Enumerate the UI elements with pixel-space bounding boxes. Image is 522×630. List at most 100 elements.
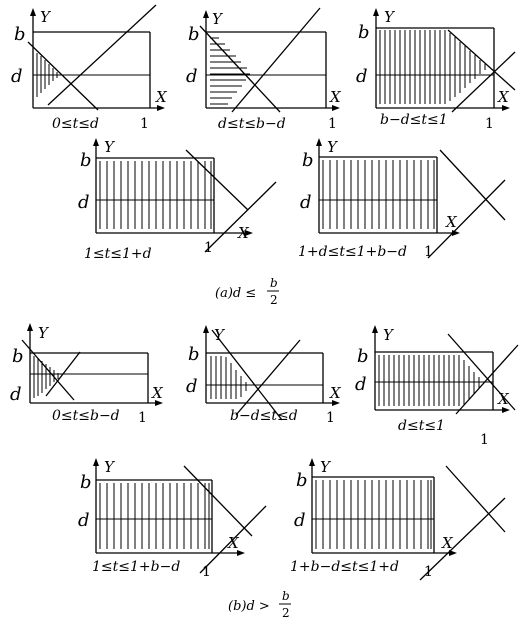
d-label: d: [356, 66, 368, 87]
y-label: Y: [327, 138, 339, 156]
range-label: 0≤t≤d: [52, 116, 99, 132]
rising-line: [204, 181, 277, 253]
range-label: b−d≤t≤1: [380, 112, 448, 128]
x-label: X: [329, 384, 342, 402]
y-label: Y: [384, 8, 396, 26]
d-label: d: [10, 384, 22, 405]
panel-a1: Y b d X 1 0≤t≤d: [11, 4, 168, 132]
x-axis-arrow: [245, 230, 253, 236]
y-axis-arrow: [373, 8, 379, 16]
y-label: Y: [214, 326, 226, 344]
hatch-region: [379, 30, 486, 104]
b-label: b: [358, 22, 370, 43]
y-label: Y: [40, 8, 52, 26]
one-label: 1: [328, 116, 337, 132]
panel-a2: Y b d X 1 d≤t≤b−d: [186, 7, 342, 132]
x-label: X: [151, 384, 164, 402]
falling-line: [439, 149, 506, 221]
rising-line: [231, 7, 321, 113]
panel-b4: Y b d X 1 1≤t≤1+b−d: [78, 458, 267, 580]
x-label: X: [155, 88, 168, 106]
falling-line: [199, 25, 281, 113]
falling-line: [445, 465, 506, 533]
panel-b5: Y b d X 1 1+b−d≤t≤1+d: [290, 458, 506, 581]
one-label: 1: [480, 432, 489, 448]
b-label: b: [80, 472, 92, 493]
b-label: b: [302, 150, 314, 171]
hatch-region: [322, 160, 435, 229]
caption-b: (b)d > b 2: [228, 589, 291, 620]
x-label: X: [237, 224, 250, 242]
y-label: Y: [38, 324, 50, 342]
panel-b2: Y b d X 1 b−d≤t≤d: [186, 325, 342, 426]
hatch-region: [315, 480, 432, 549]
b-label: b: [80, 150, 92, 171]
panel-a5: Y b d X 1 1+d≤t≤1+b−d: [298, 138, 506, 260]
d-label: d: [11, 66, 23, 87]
hatch-region: [99, 483, 210, 549]
d-label: d: [294, 510, 306, 531]
falling-line: [447, 29, 516, 91]
x-axis-arrow: [332, 105, 340, 111]
hatch-region: [210, 356, 247, 399]
hatch-region: [36, 53, 58, 97]
b-label: b: [188, 344, 200, 365]
x-axis-arrow: [502, 105, 510, 111]
y-axis-arrow: [203, 325, 209, 333]
rising-line: [47, 4, 157, 106]
y-axis-arrow: [93, 458, 99, 466]
b-label: b: [12, 346, 24, 367]
y-axis-arrow: [309, 458, 315, 466]
x-axis-arrow: [155, 400, 163, 406]
y-axis-arrow: [93, 138, 99, 146]
d-label: d: [78, 510, 90, 531]
caption-b-frac-num: b: [282, 589, 290, 603]
x-label: X: [445, 213, 458, 231]
range-label: 1≤t≤1+d: [84, 246, 152, 262]
one-label: 1: [140, 116, 149, 132]
hatch-region: [378, 355, 480, 406]
range-label: 0≤t≤b−d: [52, 408, 120, 424]
one-label: 1: [202, 564, 211, 580]
falling-line: [185, 149, 249, 211]
rising-line: [455, 344, 519, 415]
d-label: d: [186, 376, 198, 397]
one-label: 1: [424, 564, 433, 580]
x-label: X: [441, 534, 454, 552]
x-axis-arrow: [237, 550, 245, 556]
b-label: b: [296, 470, 308, 491]
x-axis-arrow: [449, 550, 457, 556]
caption-b-text: (b)d >: [228, 599, 270, 614]
caption-a-frac-num: b: [270, 276, 278, 290]
falling-line: [27, 41, 99, 111]
y-label: Y: [104, 138, 116, 156]
one-label: 1: [424, 244, 433, 260]
x-label: X: [497, 390, 510, 408]
d-label: d: [186, 66, 198, 87]
x-axis-arrow: [502, 407, 510, 413]
panel-b1: Y b d X 1 0≤t≤b−d: [10, 323, 164, 426]
falling-line: [183, 465, 253, 537]
y-label: Y: [383, 326, 395, 344]
range-label: 1+d≤t≤1+b−d: [298, 244, 407, 260]
x-label: X: [329, 88, 342, 106]
one-label: 1: [138, 410, 147, 426]
rising-line: [45, 351, 81, 397]
d-label: d: [78, 192, 90, 213]
y-axis-arrow: [372, 325, 378, 333]
b-label: b: [14, 24, 26, 45]
x-axis-arrow: [332, 400, 340, 406]
one-label: 1: [485, 116, 494, 132]
range-label: b−d≤t≤d: [230, 408, 298, 424]
y-axis-arrow: [30, 8, 36, 16]
x-axis-arrow: [157, 105, 165, 111]
rising-line: [419, 497, 506, 581]
one-label: 1: [204, 240, 213, 256]
y-axis-arrow: [203, 10, 209, 18]
hatch-region: [210, 37, 250, 105]
y-label: Y: [212, 10, 224, 28]
d-label: d: [300, 192, 312, 213]
one-label: 1: [326, 410, 335, 426]
caption-b-frac-den: 2: [282, 606, 290, 620]
